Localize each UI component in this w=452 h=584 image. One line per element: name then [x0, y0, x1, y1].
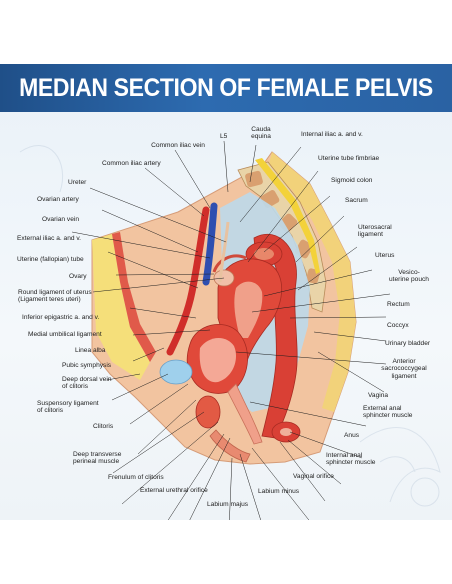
label-suspensory-ligament: Suspensory ligament of clitoris: [37, 400, 99, 415]
label-external-iliac: External iliac a. and v.: [17, 235, 82, 242]
vertebral-column: [237, 158, 327, 313]
label-uterus: Uterus: [375, 252, 395, 259]
vagina: [227, 383, 263, 445]
label-cauda-equina: Cauda equina: [251, 126, 271, 141]
label-uterosacral-ligament: Uterosacral ligament: [358, 224, 392, 239]
label-sigmoid-colon: Sigmoid colon: [331, 177, 373, 184]
abdominal-fat: [92, 234, 150, 380]
label-deep-transverse-perineal: Deep transverse perineal muscle: [73, 451, 122, 466]
label-ovarian-vein: Ovarian vein: [42, 216, 80, 223]
label-internal-anal-sphincter: Internal anal sphincter muscle: [326, 452, 376, 467]
label-round-ligament: Round ligament of uterus (Ligament teres…: [18, 289, 92, 304]
label-external-urethral-orifice: External urethral orifice: [140, 487, 208, 494]
label-internal-iliac: Internal iliac a. and v.: [301, 131, 363, 138]
label-labium-minus: Labium minus: [258, 488, 300, 495]
label-vesico-uterine-pouch: Vesico- uterine pouch: [389, 269, 429, 284]
label-clitoris: Clitoris: [93, 423, 114, 430]
leader-lines: [71, 140, 391, 520]
pelvis-diagram: [19, 140, 441, 520]
label-vaginal-orifice: Vaginal orifice: [293, 473, 334, 480]
label-linea-alba: Linea alba: [75, 347, 106, 354]
poster: MEDIAN SECTION OF FEMALE PELVIS: [0, 64, 452, 520]
pubic-symphysis: [159, 359, 193, 385]
label-anus: Anus: [344, 432, 360, 439]
background-ornament: [19, 145, 441, 507]
label-labium-majus: Labium majus: [207, 501, 249, 508]
label-coccyx: Coccyx: [387, 322, 409, 329]
clitoris-region: [195, 395, 221, 429]
label-anterior-sacrococcygeal: Anterior sacrococcygeal ligament: [381, 358, 427, 380]
label-rectum: Rectum: [387, 301, 410, 308]
label-ureter: Ureter: [68, 179, 87, 186]
posterior-fat: [268, 152, 356, 412]
page-title: MEDIAN SECTION OF FEMALE PELVIS: [19, 74, 433, 102]
label-medial-umbilical: Medial umbilical ligament: [28, 331, 102, 338]
ureter: [218, 221, 230, 283]
label-external-anal-sphincter: External anal sphincter muscle: [363, 405, 413, 420]
label-vagina: Vagina: [368, 392, 389, 399]
common-iliac-vein: [202, 202, 218, 286]
label-common-iliac-artery: Common iliac artery: [102, 160, 161, 167]
label-common-iliac-vein: Common iliac vein: [151, 142, 205, 149]
title-banner: MEDIAN SECTION OF FEMALE PELVIS: [0, 64, 452, 112]
common-iliac-artery: [166, 206, 210, 356]
label-urinary-bladder: Urinary bladder: [385, 340, 431, 347]
uterine-tube: [212, 254, 247, 273]
label-deep-dorsal-vein: Deep dorsal vein of clitoris: [62, 376, 112, 391]
label-sacrum: Sacrum: [345, 197, 368, 204]
label-ovary: Ovary: [69, 273, 87, 280]
label-uterine-tube: Uterine (fallopian) tube: [17, 256, 84, 263]
label-uterine-tube-fimbriae: Uterine tube fimbriae: [318, 155, 380, 162]
label-frenulum: Frenulum of clitoris: [108, 474, 164, 481]
label-l5: L5: [220, 133, 228, 140]
muscle-layer: [112, 232, 156, 362]
label-inferior-epigastric: Inferior epigastric a. and v.: [22, 314, 100, 321]
label-pubic-symphysis: Pubic symphysis: [62, 362, 112, 369]
label-ovarian-artery: Ovarian artery: [37, 196, 79, 203]
